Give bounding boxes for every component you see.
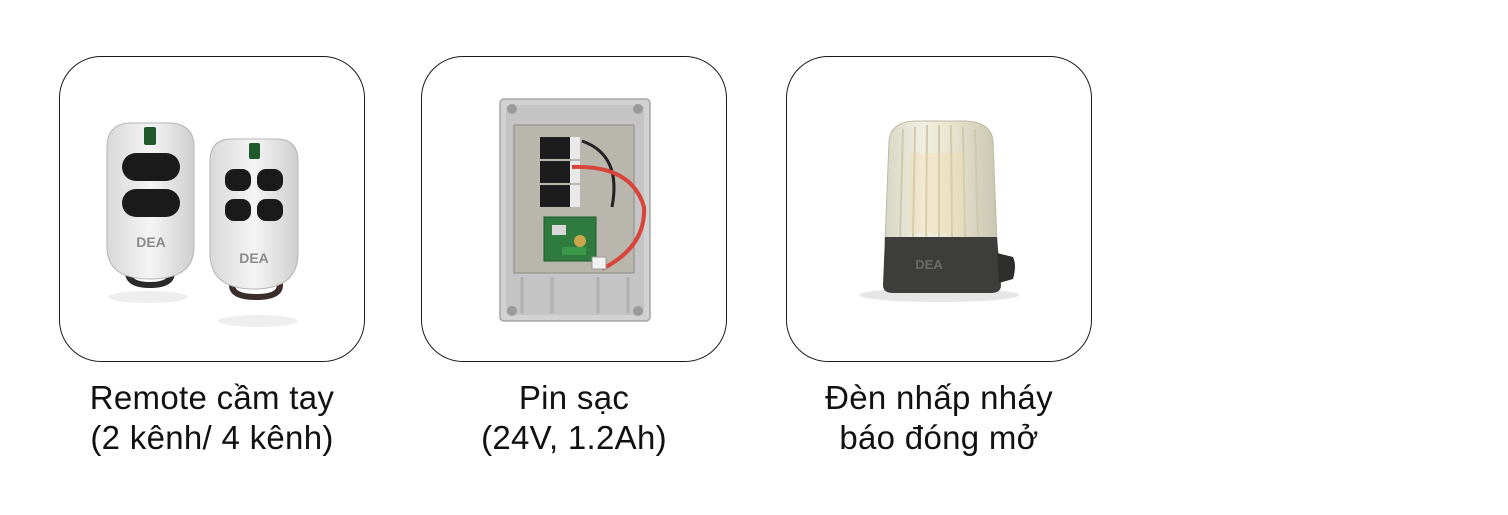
- battery-product-card: [421, 56, 727, 362]
- lamp-caption-line2: báo đóng mở: [839, 419, 1039, 456]
- remote-logo: DEA: [136, 234, 166, 250]
- remote-caption-line2: (2 kênh/ 4 kênh): [90, 419, 334, 456]
- remote-product-card: DEA DEA: [59, 56, 365, 362]
- remote-caption: Remote cầm tay (2 kênh/ 4 kênh): [22, 378, 402, 458]
- lamp-product-card: DEA: [786, 56, 1092, 362]
- battery-caption-line1: Pin sạc: [518, 379, 630, 416]
- lamp-caption-line1: Đèn nhấp nháy: [825, 379, 1053, 416]
- battery-box-image: [499, 98, 651, 322]
- remote-logo-2: DEA: [239, 250, 269, 266]
- remote-caption-line1: Remote cầm tay: [89, 379, 335, 416]
- lamp-logo: DEA: [915, 257, 943, 272]
- battery-caption-line2: (24V, 1.2Ah): [481, 419, 667, 456]
- battery-caption: Pin sạc (24V, 1.2Ah): [384, 378, 764, 458]
- lamp-caption: Đèn nhấp nháy báo đóng mở: [749, 378, 1129, 458]
- remote-control-image: DEA DEA: [106, 122, 299, 327]
- flashing-lamp-image: DEA: [859, 120, 1019, 302]
